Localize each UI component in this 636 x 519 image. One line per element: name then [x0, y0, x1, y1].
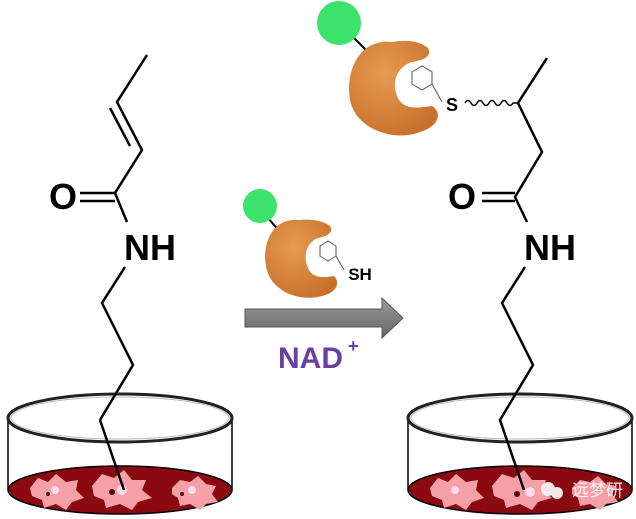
cofactor-label: NAD — [278, 342, 343, 375]
reaction-arrow — [244, 296, 404, 340]
free-enzyme — [243, 189, 345, 298]
sulfur-label: S — [446, 95, 458, 115]
left-amine-label: NH — [124, 227, 176, 268]
left-oxygen-label: O — [49, 176, 77, 217]
right-petri-dish — [406, 392, 634, 515]
watermark: 远梦研 — [541, 481, 623, 501]
watermark-text: 远梦研 — [572, 481, 623, 501]
left-petri-dish — [6, 392, 234, 515]
tag-circle — [243, 189, 277, 223]
enzyme-shape — [349, 40, 438, 136]
crotonyl-lysine-molecule — [80, 54, 149, 491]
bound-enzyme — [317, 1, 443, 136]
wavy-bond — [464, 99, 518, 107]
thiol-label: SH — [348, 265, 372, 284]
tag-circle — [317, 1, 361, 45]
modified-lysine-molecule — [464, 57, 549, 491]
nad-label: NAD + — [278, 336, 359, 375]
cells — [430, 470, 618, 510]
right-oxygen-label: O — [448, 176, 476, 217]
right-amine-label: NH — [524, 227, 576, 268]
enzyme-shape — [265, 219, 338, 298]
cofactor-charge: + — [348, 336, 359, 356]
